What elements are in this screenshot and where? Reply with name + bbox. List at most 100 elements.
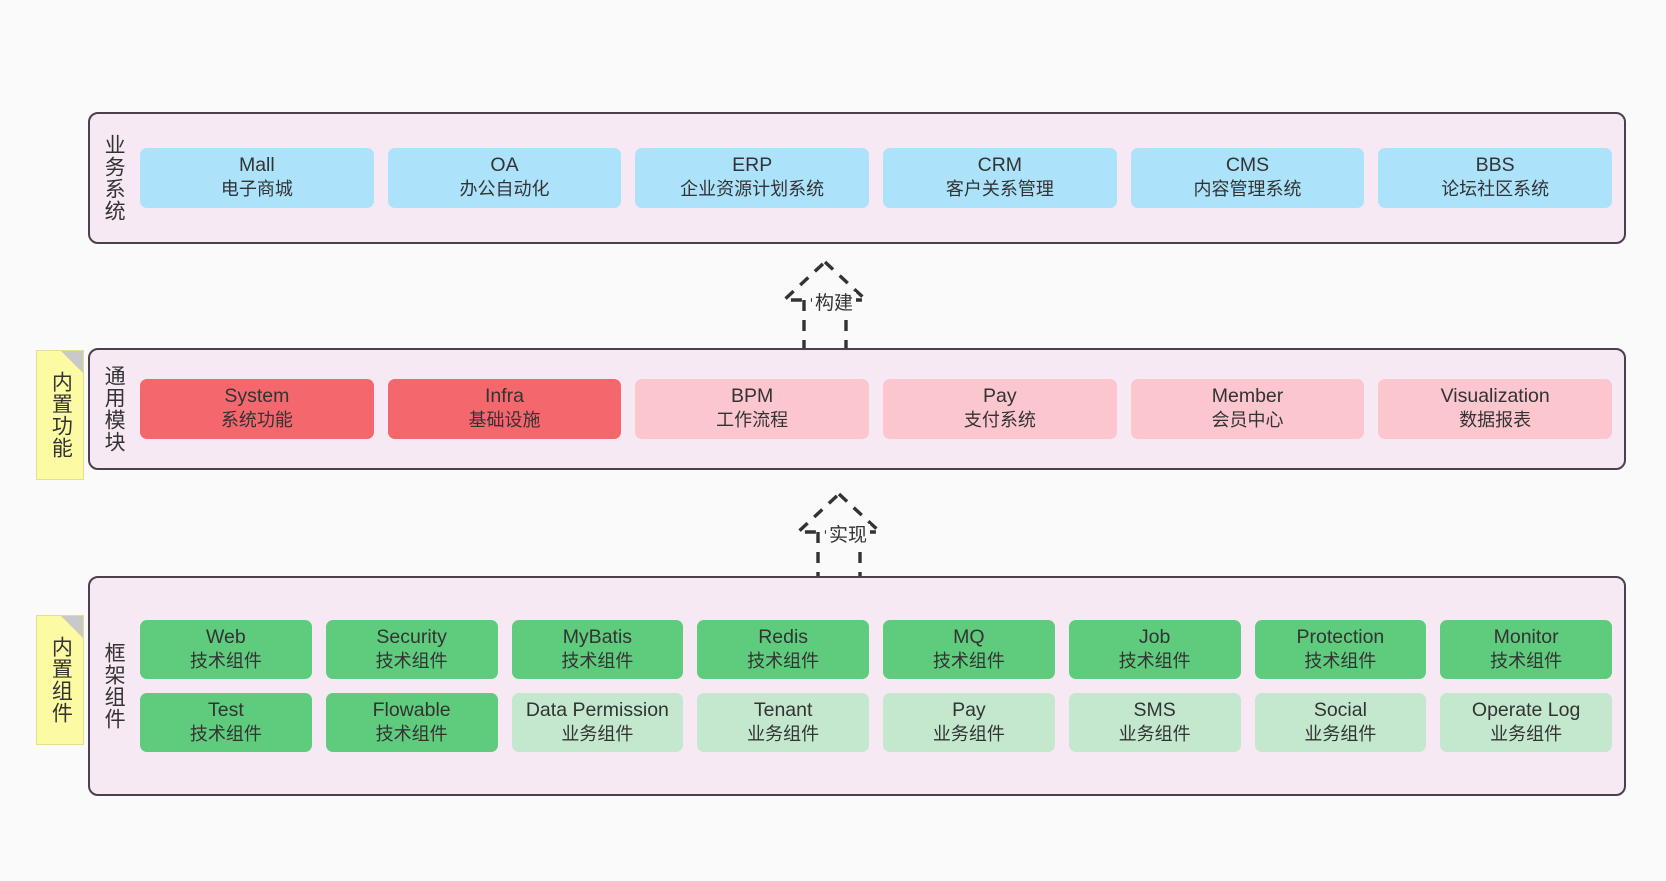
node-monitor[interactable]: Monitor 技术组件	[1440, 619, 1612, 679]
node-subtitle: 业务组件	[747, 723, 820, 744]
node-subtitle: 工作流程	[716, 410, 789, 431]
node-redis[interactable]: Redis 技术组件	[697, 619, 869, 679]
layer-label-framework-components: 框架组件	[102, 642, 126, 730]
node-title: Pay	[952, 699, 986, 721]
node-pay-component[interactable]: Pay 业务组件	[883, 693, 1055, 753]
node-subtitle: 技术组件	[561, 650, 634, 671]
node-title: Flowable	[372, 699, 451, 721]
node-title: BBS	[1475, 154, 1515, 177]
node-title: Monitor	[1493, 625, 1559, 648]
node-flowable[interactable]: Flowable 技术组件	[325, 693, 498, 753]
node-subtitle: 技术组件	[189, 723, 262, 744]
node-system[interactable]: System 系统功能	[140, 379, 374, 439]
layer-body-common-modules: System 系统功能 Infra 基础设施 BPM 工作流程 Pay 支付系统…	[136, 350, 1624, 468]
node-bbs[interactable]: BBS 论坛社区系统	[1378, 148, 1613, 208]
node-title: Redis	[758, 625, 809, 648]
node-mybatis[interactable]: MyBatis 技术组件	[511, 619, 684, 679]
node-title: Infra	[484, 385, 525, 408]
node-test[interactable]: Test 技术组件	[140, 693, 312, 753]
node-subtitle: 内容管理系统	[1193, 179, 1302, 200]
node-sms[interactable]: SMS 业务组件	[1068, 693, 1241, 753]
sticky-note-text: 内置功能	[49, 371, 73, 459]
node-crm[interactable]: CRM 客户关系管理	[883, 148, 1117, 208]
layer-body-framework-components: Web 技术组件 Security 技术组件 MyBatis 技术组件 Redi…	[136, 578, 1624, 794]
node-bpm[interactable]: BPM 工作流程	[635, 379, 870, 439]
node-pay-module[interactable]: Pay 支付系统	[883, 379, 1117, 439]
node-social[interactable]: Social 业务组件	[1254, 693, 1427, 753]
node-title: Web	[206, 625, 246, 648]
node-subtitle: 会员中心	[1211, 410, 1284, 431]
connector-implement-label: 实现	[826, 524, 871, 547]
node-subtitle: 企业资源计划系统	[680, 179, 825, 200]
sticky-note-builtin-components[interactable]: 内置组件	[36, 615, 84, 745]
node-title: Visualization	[1440, 385, 1550, 408]
node-title: MyBatis	[562, 625, 633, 648]
node-mq[interactable]: MQ 技术组件	[883, 619, 1055, 679]
node-subtitle: 技术组件	[747, 650, 820, 671]
node-operate-log[interactable]: Operate Log 业务组件	[1440, 693, 1612, 753]
node-title: BPM	[731, 385, 774, 408]
node-row: Web 技术组件 Security 技术组件 MyBatis 技术组件 Redi…	[140, 619, 1612, 679]
node-title: Data Permission	[525, 699, 669, 721]
node-subtitle: 论坛社区系统	[1441, 179, 1550, 200]
node-subtitle: 技术组件	[375, 650, 448, 671]
node-subtitle: 支付系统	[963, 410, 1036, 431]
node-title: Operate Log	[1471, 699, 1581, 721]
node-title: ERP	[732, 154, 773, 177]
layer-label-business-systems: 业务系统	[102, 134, 126, 222]
node-subtitle: 技术组件	[1118, 650, 1191, 671]
node-subtitle: 业务组件	[1490, 723, 1563, 744]
node-subtitle: 技术组件	[1304, 650, 1377, 671]
node-member[interactable]: Member 会员中心	[1130, 379, 1365, 439]
connector-build-label: 构建	[812, 292, 857, 315]
node-subtitle: 基础设施	[468, 410, 541, 431]
node-web[interactable]: Web 技术组件	[140, 619, 312, 679]
node-subtitle: 技术组件	[189, 650, 262, 671]
node-subtitle: 系统功能	[220, 410, 293, 431]
node-security[interactable]: Security 技术组件	[325, 619, 498, 679]
node-title: Mall	[238, 154, 275, 177]
page-fold-icon	[61, 616, 83, 638]
node-subtitle: 技术组件	[1490, 650, 1563, 671]
node-subtitle: 技术组件	[932, 650, 1005, 671]
node-title: CMS	[1225, 154, 1270, 177]
sticky-note-text: 内置组件	[49, 636, 73, 724]
node-data-permission[interactable]: Data Permission 业务组件	[511, 693, 684, 753]
node-title: Protection	[1296, 625, 1385, 648]
node-cms[interactable]: CMS 内容管理系统	[1130, 148, 1365, 208]
page-fold-icon	[61, 351, 83, 373]
node-subtitle: 客户关系管理	[945, 179, 1054, 200]
node-row: Test 技术组件 Flowable 技术组件 Data Permission …	[140, 693, 1612, 753]
node-subtitle: 电子商城	[220, 179, 293, 200]
node-subtitle: 业务组件	[1118, 723, 1191, 744]
node-row: System 系统功能 Infra 基础设施 BPM 工作流程 Pay 支付系统…	[140, 379, 1613, 439]
node-row: Mall 电子商城 OA 办公自动化 ERP 企业资源计划系统 CRM 客户关系…	[140, 148, 1613, 208]
layer-label-common-modules: 通用模块	[102, 365, 126, 453]
node-title: System	[224, 385, 290, 408]
node-title: Member	[1211, 385, 1284, 408]
node-title: Test	[207, 699, 244, 721]
node-title: CRM	[977, 154, 1023, 177]
layer-body-business-systems: Mall 电子商城 OA 办公自动化 ERP 企业资源计划系统 CRM 客户关系…	[136, 114, 1624, 242]
node-erp[interactable]: ERP 企业资源计划系统	[635, 148, 870, 208]
node-subtitle: 业务组件	[1304, 723, 1377, 744]
node-title: Tenant	[753, 699, 813, 721]
layer-framework-components[interactable]: 框架组件 Web 技术组件 Security 技术组件 MyBatis 技术组件…	[88, 576, 1626, 796]
node-title: Social	[1313, 699, 1367, 721]
node-tenant[interactable]: Tenant 业务组件	[697, 693, 869, 753]
node-title: SMS	[1133, 699, 1176, 721]
node-title: Pay	[983, 385, 1017, 408]
node-subtitle: 技术组件	[375, 723, 448, 744]
node-protection[interactable]: Protection 技术组件	[1254, 619, 1427, 679]
layer-common-modules[interactable]: 通用模块 System 系统功能 Infra 基础设施 BPM 工作流程 Pay…	[88, 348, 1626, 470]
node-infra[interactable]: Infra 基础设施	[387, 379, 622, 439]
node-job[interactable]: Job 技术组件	[1068, 619, 1241, 679]
sticky-note-builtin-features[interactable]: 内置功能	[36, 350, 84, 480]
layer-business-systems[interactable]: 业务系统 Mall 电子商城 OA 办公自动化 ERP 企业资源计划系统 CRM…	[88, 112, 1626, 244]
node-title: Job	[1138, 625, 1171, 648]
node-visualization[interactable]: Visualization 数据报表	[1378, 379, 1613, 439]
node-mall[interactable]: Mall 电子商城	[140, 148, 374, 208]
node-title: MQ	[953, 625, 985, 648]
node-oa[interactable]: OA 办公自动化	[387, 148, 622, 208]
